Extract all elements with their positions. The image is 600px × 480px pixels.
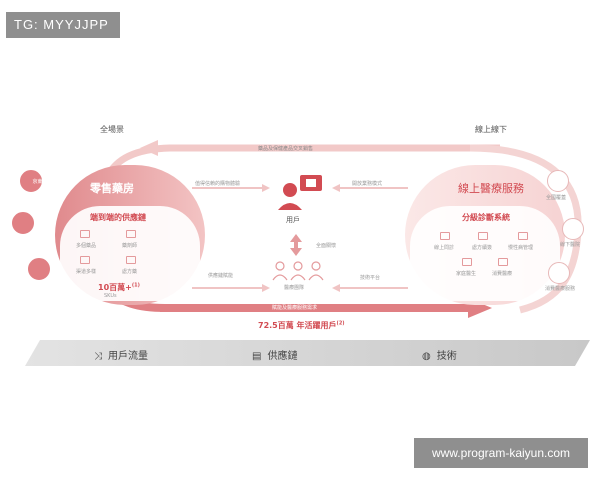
family-doctor-icon — [462, 258, 472, 266]
arrow-lower-right-label: 技術平台 — [360, 275, 381, 281]
watermark-top: TG: MYYJJPP — [6, 12, 120, 38]
drug-icon — [80, 230, 90, 238]
label-all-scenarios: 全場景 — [100, 125, 124, 134]
retail-stat-unit: SKUs — [104, 293, 117, 299]
label-online-offline: 線上線下 — [475, 125, 507, 134]
retail-title: 零售藥房 — [90, 182, 134, 195]
online-item-1: 線上問診 — [434, 245, 455, 251]
right-icon-label-2: 線下醫院 — [560, 242, 581, 248]
doctor-label: 醫療團隊 — [284, 285, 305, 291]
prescription-icon — [126, 256, 136, 264]
pharmacy-icon — [20, 170, 42, 192]
left-icon-label-2: 線上平台 — [14, 239, 35, 245]
consumer-medical-icon — [498, 258, 508, 266]
channels-icon — [80, 256, 90, 264]
double-arrow-icon — [290, 234, 302, 256]
chronic-icon — [518, 232, 528, 240]
online-item-5: 消費醫療 — [492, 271, 513, 277]
clipboard-icon: ▤ — [252, 351, 262, 362]
left-icon-label-3: 全渠道佈局 — [24, 285, 50, 291]
pillars-bar — [25, 340, 590, 366]
delivery-icon — [28, 258, 50, 280]
retail-inner — [60, 206, 200, 301]
online-item-4: 家庭醫生 — [456, 271, 477, 277]
consumer-service-icon — [548, 262, 570, 284]
pillar-user-traffic: ⤨用戶流量 — [94, 351, 148, 362]
watermark-bottom: www.program-kaiyun.com — [414, 438, 588, 468]
online-item-2: 處方續簽 — [472, 245, 493, 251]
retail-item-2: 藥劑師 — [122, 243, 138, 249]
medical-kit-icon — [12, 212, 34, 234]
link-label: 全面關懷 — [316, 243, 337, 249]
retail-item-3: 渠道多樣 — [76, 269, 97, 275]
bottom-arrow-label: 賦能及醫療服務需求 — [272, 305, 318, 311]
pillar-technology: ◍技術 — [422, 351, 457, 362]
online-inner — [410, 206, 560, 301]
top-arrow-text: 藥品及保健產品交叉銷售 — [258, 146, 314, 152]
user-label: 用戶 — [286, 216, 300, 224]
pillar-supply-chain: ▤供應鏈 — [252, 351, 298, 362]
pharmacist-icon — [126, 230, 136, 238]
left-icon-label-1: 京東大藥房 — [32, 179, 58, 185]
right-icon-label-3: 消費醫療服務 — [545, 286, 576, 292]
online-title: 線上醫療服務 — [458, 182, 524, 195]
consultation-icon — [440, 232, 450, 240]
online-subtitle: 分級診斷系統 — [462, 213, 510, 222]
arrow-upper-left-label: 值得信賴的購物體驗 — [195, 181, 241, 187]
hospital-icon — [562, 218, 584, 240]
arrow-lower-left-label: 供應鏈賦能 — [208, 273, 234, 279]
user-icon — [278, 175, 322, 210]
retail-item-1: 多個藥品 — [76, 243, 97, 249]
doctor-team-icon — [272, 261, 324, 281]
shuffle-icon: ⤨ — [94, 351, 102, 362]
retail-subtitle: 端到端的供應鏈 — [90, 213, 146, 222]
right-icon-label-1: 全國覆蓋 — [546, 195, 567, 201]
globe-icon: ◍ — [422, 351, 431, 362]
arrow-upper-right-label: 開放業務模式 — [352, 181, 383, 187]
loop-top-arrowhead — [140, 140, 158, 156]
retail-item-4: 處方藥 — [122, 269, 138, 275]
online-item-3: 慢性病管理 — [508, 245, 534, 251]
retail-stat: 10百萬+(1) — [98, 282, 140, 292]
active-users-stat: 72.5百萬 年活躍用戶(2) — [258, 320, 345, 330]
nationwide-icon — [547, 170, 569, 192]
renewal-icon — [478, 232, 488, 240]
